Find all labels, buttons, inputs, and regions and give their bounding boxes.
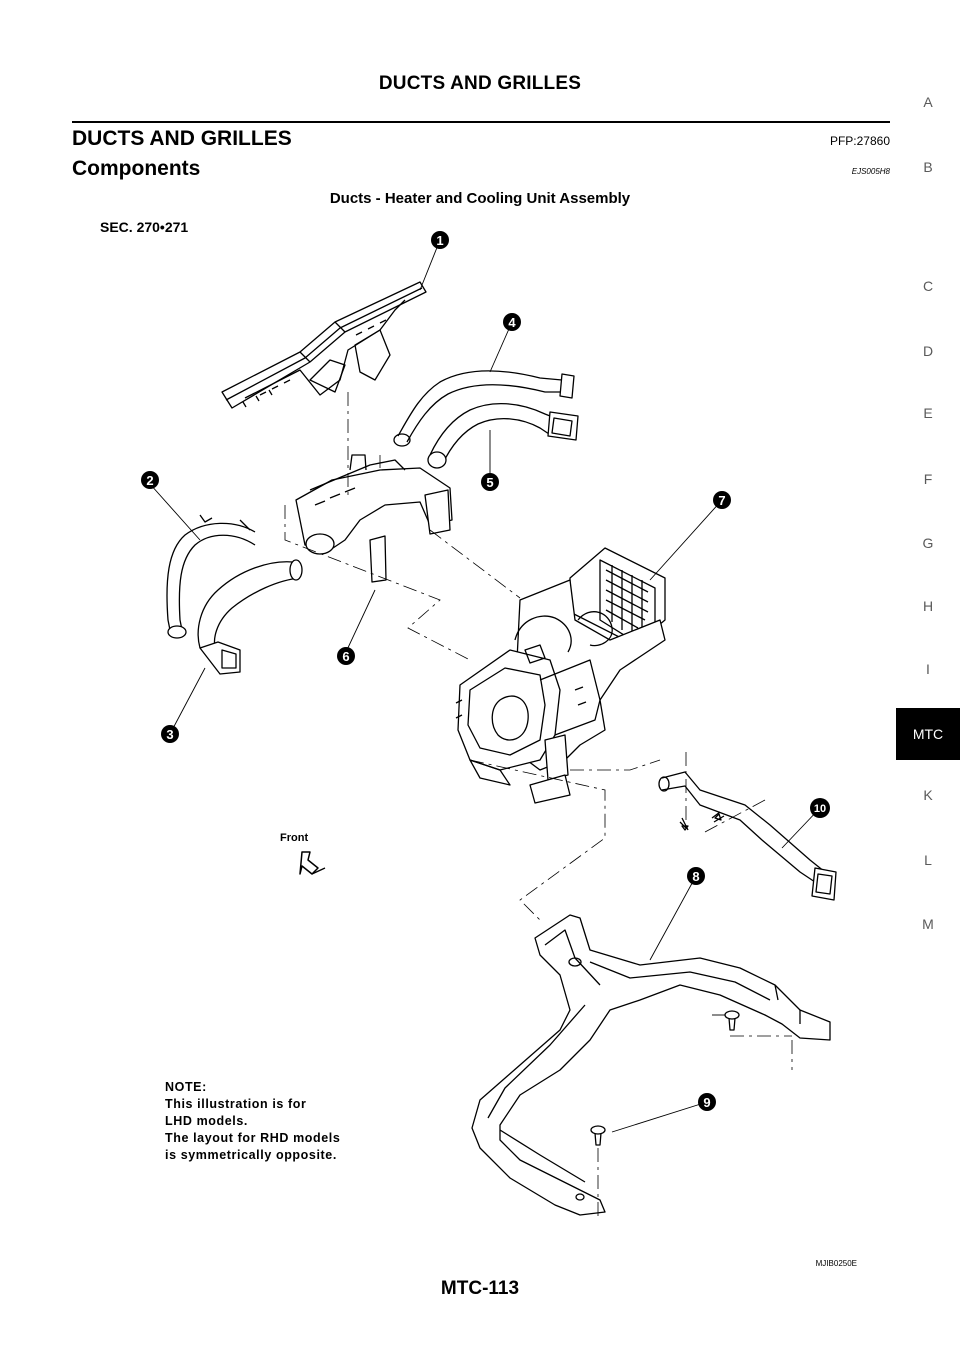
dash-lines — [284, 392, 793, 1220]
figure-title: Ducts - Heater and Cooling Unit Assembly — [329, 190, 631, 207]
subsection-title: Components — [72, 157, 201, 180]
header-rule — [72, 121, 890, 123]
side-index-k[interactable]: K — [923, 787, 933, 803]
side-index-m[interactable]: M — [922, 916, 934, 932]
callout-7: 7 — [718, 493, 725, 508]
callout-6: 6 — [342, 649, 349, 664]
side-index-d[interactable]: D — [922, 343, 934, 359]
front-arrow — [299, 851, 326, 875]
note-line-3: LHD models. — [165, 1114, 248, 1128]
side-index-l[interactable]: L — [924, 852, 932, 868]
floor-duct — [471, 914, 831, 1216]
callout-10: 10 — [814, 803, 826, 815]
center-ventilator-duct — [295, 454, 453, 583]
leader-lines — [149, 239, 821, 1133]
clips — [590, 813, 740, 1146]
image-id: MJIB0250E — [816, 1259, 857, 1268]
side-index-c[interactable]: C — [922, 278, 934, 294]
note-line-4: The layout for RHD models — [165, 1131, 340, 1145]
rear-duct-right — [658, 771, 837, 901]
front-label: Front — [280, 832, 308, 844]
callout-5: 5 — [486, 475, 493, 490]
note-line-5: is symmetrically opposite. — [165, 1148, 337, 1162]
callout-8: 8 — [692, 869, 699, 884]
section-title: DUCTS AND GRILLES — [72, 127, 292, 150]
ducts-diagram: 1 2 3 4 5 6 7 8 9 10 SEC. 270•271 Front … — [100, 219, 857, 1268]
reference-code: EJS005H8 — [851, 167, 890, 176]
callout-1: 1 — [436, 233, 443, 248]
page-number: MTC-113 — [440, 1278, 520, 1299]
side-index-b[interactable]: B — [923, 159, 933, 175]
callout-circles — [141, 231, 830, 1111]
callout-2: 2 — [146, 473, 153, 488]
callout-9: 9 — [703, 1095, 710, 1110]
page-header: DUCTS AND GRILLES — [378, 73, 582, 94]
callout-3: 3 — [166, 727, 173, 742]
side-index-a[interactable]: A — [923, 94, 933, 110]
side-index-f[interactable]: F — [923, 471, 933, 487]
sec-label: SEC. 270•271 — [100, 219, 188, 235]
side-index: A B C D E F G H I MTC K L M — [896, 0, 960, 1358]
note-line-2: This illustration is for — [165, 1097, 307, 1111]
side-index-mtc-active[interactable]: MTC — [896, 708, 960, 760]
callout-4: 4 — [508, 315, 516, 330]
side-index-e[interactable]: E — [923, 405, 933, 421]
defroster-nozzle — [221, 281, 427, 409]
note-line-1: NOTE: — [165, 1080, 207, 1094]
heater-cooling-unit — [455, 547, 666, 804]
side-vent-ducts — [166, 514, 303, 675]
center-vent-ducts — [393, 370, 579, 469]
side-index-h[interactable]: H — [922, 598, 934, 614]
side-index-i[interactable]: I — [926, 661, 930, 677]
pfp-code: PFP:27860 — [829, 134, 890, 148]
side-index-g[interactable]: G — [922, 535, 934, 551]
